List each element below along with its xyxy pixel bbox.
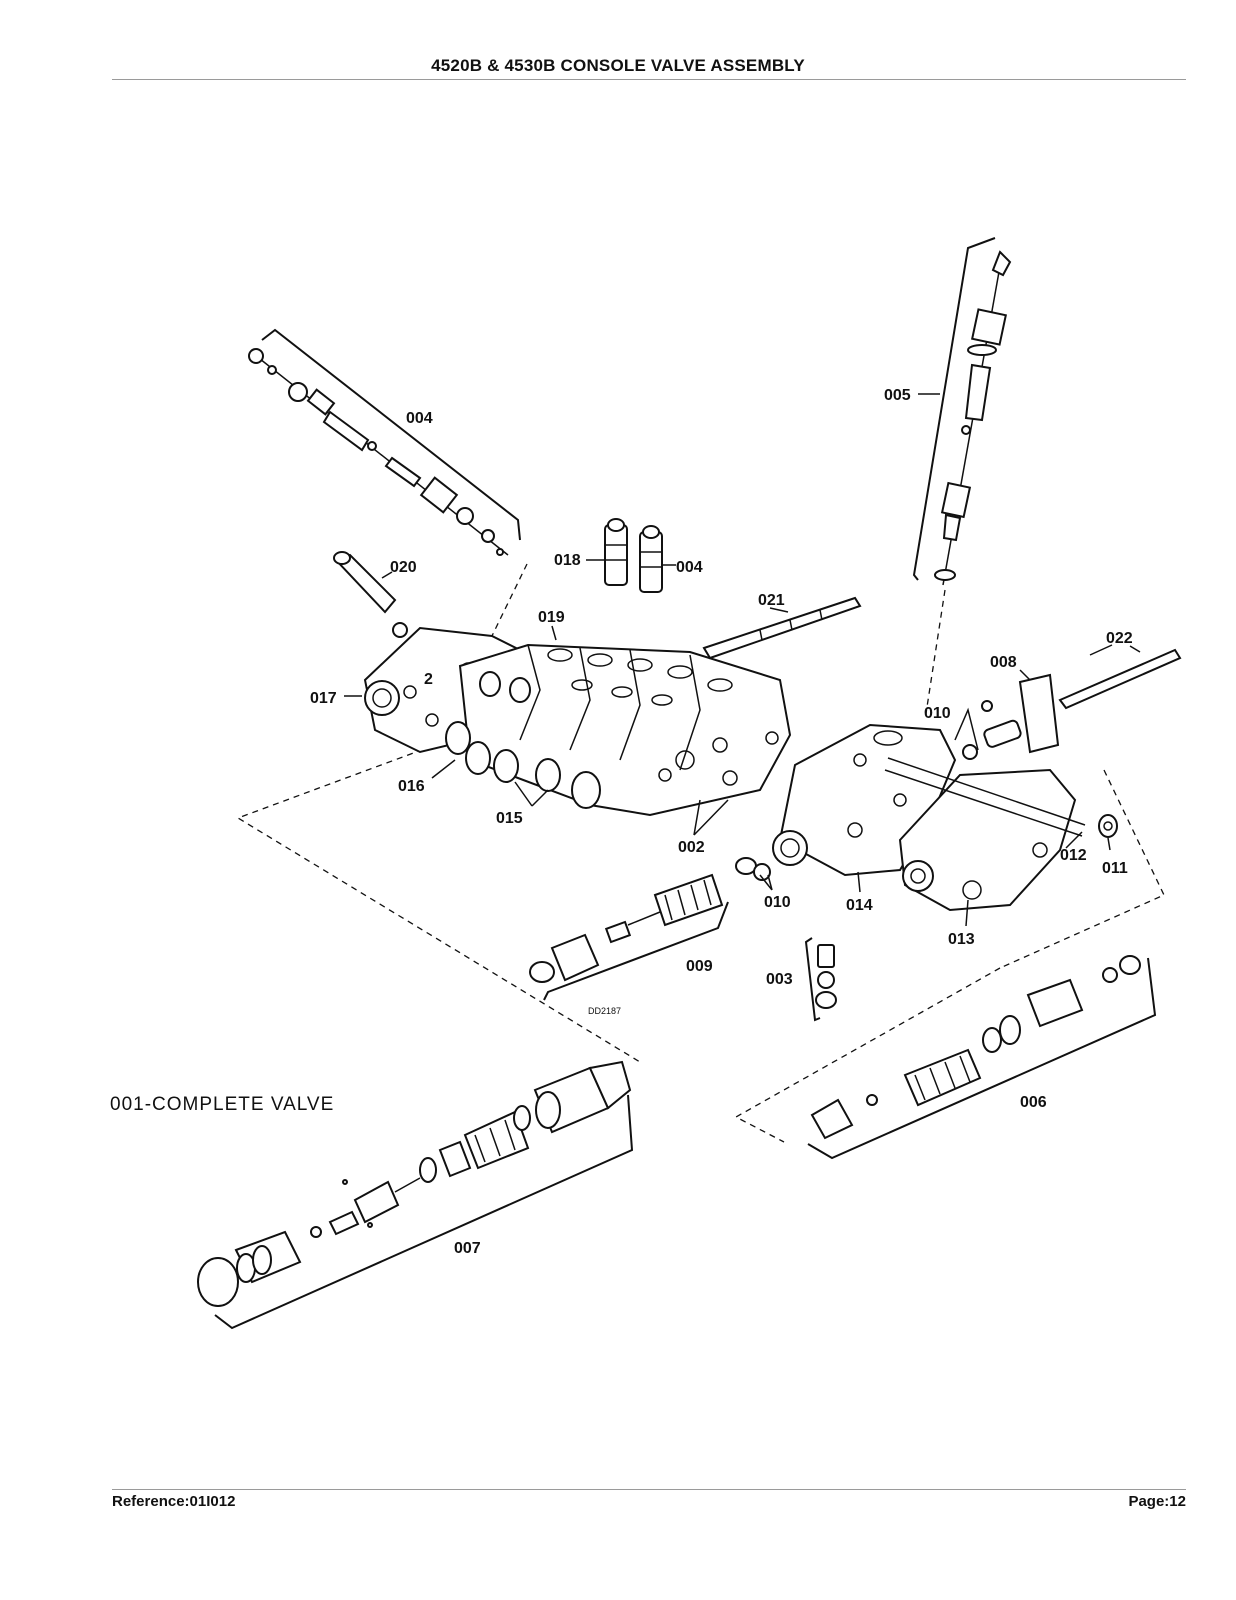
footer-page-number: Page:12: [1128, 1493, 1186, 1510]
callout-016: 016: [398, 778, 425, 795]
diagram-caption: 001-COMPLETE VALVE: [110, 1094, 334, 1115]
spool-ends: [445, 671, 601, 809]
callout-009: 009: [686, 958, 713, 975]
callout-014: 014: [846, 897, 873, 914]
callout-004-cartridge: 004: [676, 559, 703, 576]
bracket-003: [804, 937, 821, 1022]
callout-012: 012: [1060, 847, 1087, 864]
plug-003: [815, 944, 837, 1009]
port-holes: [547, 648, 779, 786]
callout-006: 006: [1020, 1094, 1047, 1111]
cover-008: [954, 673, 1060, 760]
callout-labels: 004 005 020 018 004 021 019 022 008 017 …: [110, 387, 1133, 1257]
header-rule: [112, 79, 1186, 80]
callout-010-lower: 010: [764, 894, 791, 911]
callout-015: 015: [496, 810, 523, 827]
callout-019: 019: [538, 609, 565, 626]
callout-011: 011: [1102, 860, 1128, 877]
callout-013: 013: [948, 931, 975, 948]
callout-002: 002: [678, 839, 705, 856]
callout-020: 020: [390, 559, 417, 576]
spool-022: [1058, 644, 1182, 710]
callout-leaders: [344, 393, 1141, 927]
callout-004-upper-left: 004: [406, 410, 433, 427]
relief-valve-004-exploded: [248, 348, 509, 556]
spring-assembly-009: [529, 857, 771, 983]
relief-valve-006: [810, 955, 1141, 1140]
callout-2: 2: [424, 671, 433, 688]
relief-valve-005-exploded: [934, 250, 1012, 586]
footer-rule: [112, 1489, 1186, 1490]
callout-003: 003: [766, 971, 793, 988]
bracket-004: [261, 328, 521, 541]
valve-body: [363, 626, 1118, 912]
bracket-006: [807, 957, 1157, 1160]
callout-021: 021: [758, 592, 785, 609]
callout-005: 005: [884, 387, 911, 404]
callout-007: 007: [454, 1240, 481, 1257]
bracket-005: [912, 237, 996, 581]
callout-018: 018: [554, 552, 581, 569]
bracket-009: [543, 901, 729, 1001]
callout-017: 017: [310, 690, 337, 707]
callout-008: 008: [990, 654, 1017, 671]
cartridge-020: [333, 551, 408, 638]
drawing-id: DD2187: [588, 1006, 621, 1016]
relief-valve-007: [197, 1060, 632, 1307]
cartridges-018-004: [604, 518, 663, 593]
callout-010-upper: 010: [924, 705, 951, 722]
spool-021: [702, 596, 862, 660]
footer-reference: Reference:01I012: [112, 1493, 236, 1510]
bracket-007: [214, 1094, 634, 1330]
page-title: 4520B & 4530B CONSOLE VALVE ASSEMBLY: [431, 56, 805, 75]
callout-022: 022: [1106, 630, 1133, 647]
